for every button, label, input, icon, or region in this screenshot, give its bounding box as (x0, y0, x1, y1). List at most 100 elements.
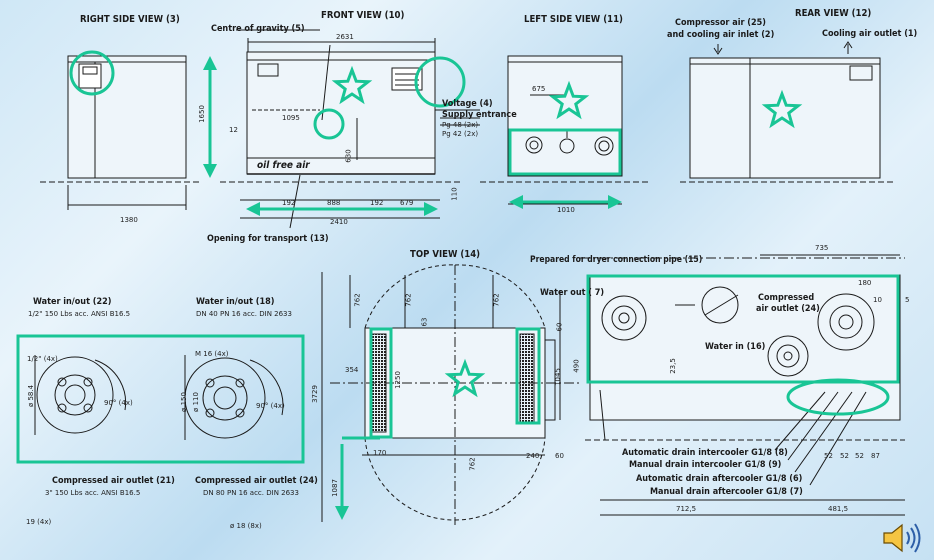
highlight-drains-ellipse (786, 378, 890, 416)
water-in-16-label: Water in (16) (705, 342, 766, 352)
speaker-icon[interactable] (880, 520, 924, 556)
dim-23-5: 23,5 (668, 358, 677, 374)
highlight-flange-box (16, 334, 305, 464)
flange-detail-drawings (34, 355, 284, 440)
highlight-right-grill-box (515, 327, 541, 425)
supply-entrance-label: Supply entrance (442, 110, 517, 120)
highlight-stars (331, 65, 803, 398)
opening-transport-label: Opening for transport (13) (207, 234, 329, 244)
highlight-left-connections-box (508, 128, 622, 176)
pg48-label: Pg 48 (2x) (442, 121, 479, 129)
water-inout-22-label: Water in/out (22) (33, 297, 112, 307)
water-inout-18-label: Water in/out (18) (196, 297, 275, 307)
star-top (444, 358, 486, 398)
highlight-control-panel-circle (69, 50, 115, 96)
dim-52-a: 52 (824, 452, 833, 460)
top-view-drawing (321, 264, 580, 525)
drain-8-label: Automatic drain intercooler G1/8 (8) (622, 448, 788, 458)
compressed-outlet-24-spec: DN 80 PN 16 acc. DIN 2633 (203, 489, 299, 497)
drain-7-label: Manual drain aftercooler G1/8 (7) (650, 487, 803, 497)
star-rear (761, 89, 803, 129)
highlight-left-grill-box (369, 327, 393, 439)
dim-240: 240 (526, 452, 540, 460)
highlight-voltage-circle (414, 56, 466, 108)
dim-1010: 1010 (557, 206, 575, 214)
m16-4x-label: M 16 (4x) (195, 350, 229, 358)
dim-192-a: 192 (282, 199, 296, 207)
connection-detail-drawing (559, 254, 905, 516)
dim-762-d: 762 (468, 457, 477, 471)
pg42-label: Pg 42 (2x) (442, 130, 479, 138)
left-side-view-drawing (480, 55, 650, 205)
angle-90-a: 90° (4x) (104, 399, 133, 407)
dim-60-a: 60 (555, 322, 564, 332)
left-side-view-title: LEFT SIDE VIEW (11) (524, 14, 623, 25)
dim-630: 630 (344, 149, 353, 163)
dim-3729: 3729 (310, 385, 319, 403)
dim-2631: 2631 (336, 33, 354, 41)
dim-712-5: 712,5 (676, 505, 697, 513)
rear-view-title: REAR VIEW (12) (795, 8, 872, 19)
hole-18-8x-label: ø 18 (8x) (230, 522, 262, 530)
dim-888: 888 (327, 199, 341, 207)
dim-679: 679 (400, 199, 414, 207)
drain-6-label: Automatic drain aftercooler G1/8 (6) (636, 474, 803, 484)
dim-150: ø 150 (179, 392, 188, 412)
highlight-outlet-box (586, 274, 900, 384)
dim-1250: 1250 (393, 371, 402, 389)
water-inout-18-spec: DN 40 PN 16 acc. DIN 2633 (196, 310, 292, 318)
compressed-outlet-21-spec: 3" 150 Lbs acc. ANSI B16.5 (45, 489, 141, 497)
compressed-outlet-24-label: Compressed air outlet (24) (195, 476, 318, 486)
dim-1045: 1045 (553, 368, 562, 386)
half-inch-4x-label: 1/2" (4x) (27, 355, 58, 363)
dim-52-b: 52 (840, 452, 849, 460)
dim-1095: 1095 (282, 114, 300, 122)
highlight-arrows (203, 56, 622, 520)
top-view-title: TOP VIEW (14) (410, 249, 481, 260)
front-view-drawing (220, 29, 480, 229)
dim-5: 5 (905, 296, 910, 304)
dim-1380: 1380 (120, 216, 138, 224)
dim-762-a: 762 (353, 293, 362, 307)
hole-19-4x-label: 19 (4x) (26, 518, 52, 526)
dim-762-b: 762 (404, 293, 413, 307)
dim-110-b: ø 110 (191, 392, 200, 412)
dim-10: 10 (873, 296, 882, 304)
cooling-air-outlet-label: Cooling air outlet (1) (822, 29, 918, 39)
dim-87: 87 (871, 452, 880, 460)
compressed-outlet-label-2: air outlet (24) (756, 304, 820, 314)
centre-gravity-label: Centre of gravity (5) (211, 24, 305, 34)
dim-110: 110 (450, 187, 459, 201)
dim-735: 735 (815, 244, 829, 252)
dim-60-b: 60 (555, 452, 564, 460)
front-view-title: FRONT VIEW (10) (321, 10, 405, 21)
dryer-pipe-label: Prepared for dryer connection pipe (15) (530, 255, 703, 265)
dim-2410: 2410 (330, 218, 348, 226)
right-side-view-drawing (40, 55, 200, 210)
dim-192-b: 192 (370, 199, 384, 207)
dim-762-c: 762 (492, 293, 501, 307)
dim-52-c: 52 (855, 452, 864, 460)
dim-12: 12 (229, 126, 238, 134)
voltage-label: Voltage (4) (442, 99, 493, 109)
dim-170: 170 (373, 449, 387, 457)
water-inout-22-spec: 1/2" 150 Lbs acc. ANSI B16.5 (28, 310, 131, 318)
dim-1650: 1650 (197, 105, 206, 123)
compressor-air-label-1: Compressor air (25) (675, 18, 766, 28)
dim-1087: 1087 (330, 479, 339, 497)
highlight-centre-gravity-circle (313, 108, 345, 140)
dim-481-5: 481,5 (828, 505, 849, 513)
right-side-view-title: RIGHT SIDE VIEW (3) (80, 14, 180, 25)
compressor-air-label-2: and cooling air inlet (2) (667, 30, 775, 40)
rear-view-drawing (680, 41, 895, 183)
dim-354: 354 (345, 366, 359, 374)
angle-90-b: 90° (4x) (256, 402, 285, 410)
dim-490: 490 (572, 359, 581, 373)
highlight-annotations (16, 50, 900, 464)
oil-free-air-logo: oil free air (257, 160, 310, 171)
dim-180: 180 (858, 279, 872, 287)
compressed-outlet-label-1: Compressed (758, 293, 815, 303)
compressed-outlet-21-label: Compressed air outlet (21) (52, 476, 175, 486)
star-left-side (548, 80, 590, 120)
